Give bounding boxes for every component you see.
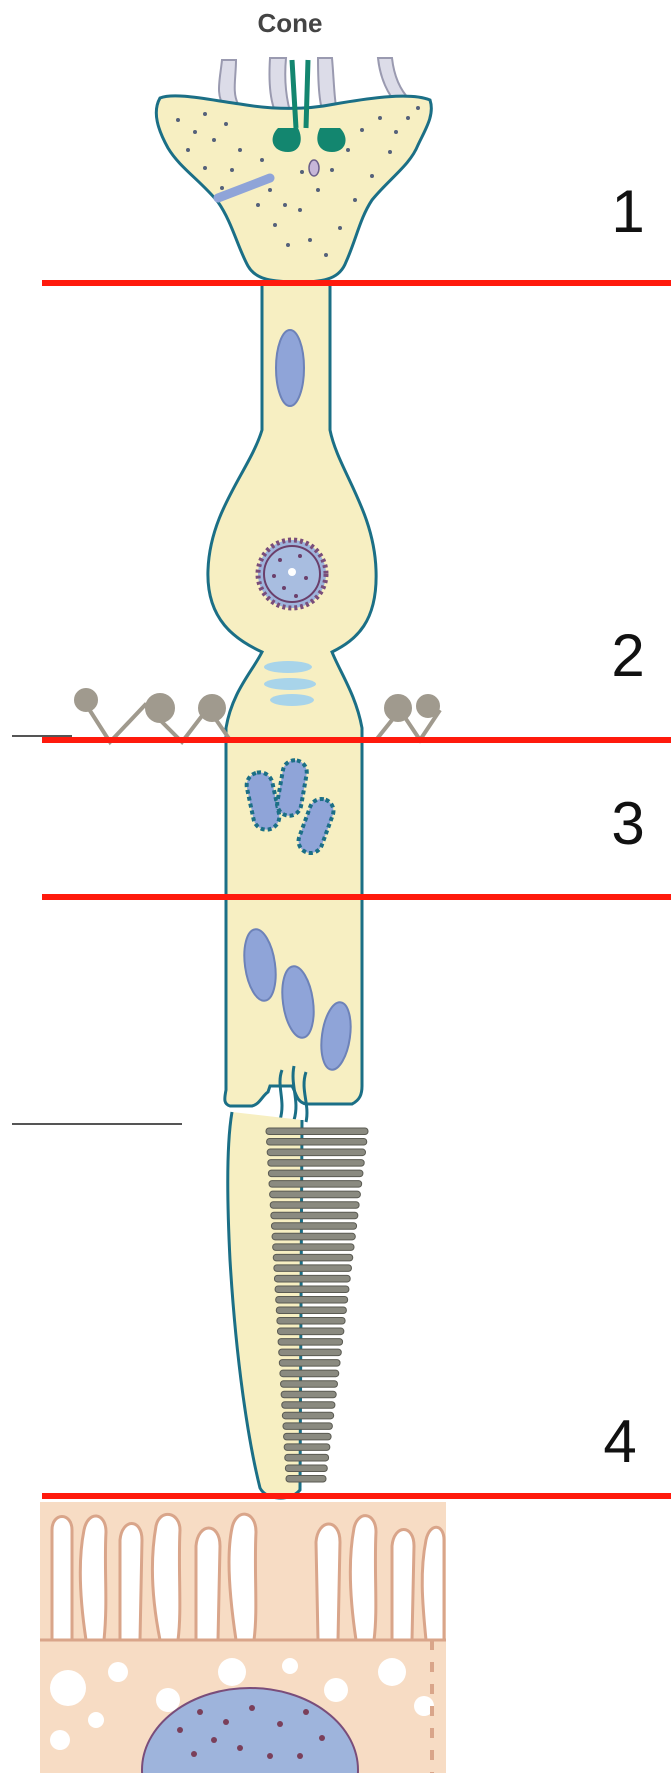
terminal-vesicle (309, 160, 319, 176)
outer-segment (228, 1112, 368, 1498)
membrane-disc (268, 1170, 362, 1177)
membrane-disc (270, 1191, 361, 1198)
membrane-disc (285, 1465, 327, 1472)
membrane-disc (285, 1454, 329, 1461)
membrane-disc (267, 1149, 365, 1156)
membrane-disc (279, 1360, 340, 1367)
membrane-disc (271, 1212, 358, 1219)
cell-body-and-fiber (208, 282, 376, 1122)
membrane-disc (267, 1139, 367, 1146)
membrane-disc (275, 1286, 349, 1293)
membrane-disc (268, 1160, 364, 1167)
region-label-2: 2 (611, 622, 644, 689)
membrane-disc (272, 1233, 355, 1240)
synaptic-contact-right (317, 128, 345, 152)
membrane-disc (270, 1202, 359, 1209)
membrane-disc (282, 1412, 333, 1419)
membrane-disc (283, 1423, 332, 1430)
region-label-1: 1 (611, 178, 644, 245)
membrane-disc (278, 1339, 342, 1346)
membrane-disc (269, 1181, 362, 1188)
membrane-disc (276, 1296, 348, 1303)
membrane-disc (274, 1275, 350, 1282)
membrane-disc (282, 1402, 335, 1409)
membrane-disc (280, 1370, 339, 1377)
pigment-epithelium (40, 1502, 446, 1773)
golgi-apparatus (264, 661, 316, 706)
region-label-4: 4 (603, 1408, 636, 1475)
synaptic-terminal (156, 58, 431, 282)
membrane-disc (277, 1318, 345, 1325)
synaptic-contact-left (273, 128, 301, 152)
diagram-title: Cone (258, 8, 323, 38)
membrane-disc (279, 1349, 342, 1356)
membrane-disc (284, 1444, 330, 1451)
membrane-disc (281, 1391, 336, 1398)
mitochondrion-fiber (276, 330, 304, 406)
membrane-disc (276, 1307, 346, 1314)
region-label-3: 3 (611, 790, 644, 857)
membrane-disc (266, 1128, 368, 1135)
membrane-disc (278, 1328, 344, 1335)
membrane-disc (274, 1265, 352, 1272)
membrane-disc (284, 1433, 332, 1440)
nucleus (258, 540, 326, 608)
membrane-disc (286, 1475, 326, 1482)
membrane-disc (273, 1244, 354, 1251)
membrane-disc (281, 1381, 338, 1388)
membrane-disc (271, 1223, 356, 1230)
membrane-disc (273, 1254, 352, 1261)
